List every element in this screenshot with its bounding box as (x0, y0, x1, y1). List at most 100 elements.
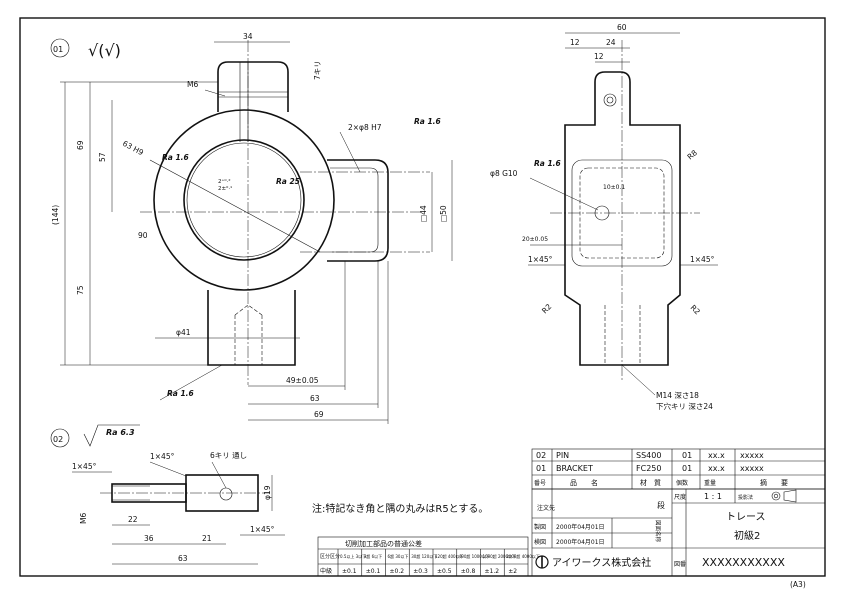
tb-drawing-name-label: 図面名称 (654, 520, 662, 543)
dim-144: (144) (51, 205, 60, 225)
hdr-name: 品 名 (570, 478, 598, 487)
third-angle-projection-icon (771, 489, 797, 503)
hdr-remark: 摘 要 (760, 478, 788, 487)
tol-range: 120超 400以下 (435, 553, 464, 559)
tolerance-table: 切削加工部品の普通公差 区分区分 中級 0.5以上 3以下±0.13超 6以下±… (317, 536, 540, 577)
hdr-mass: 重量 (704, 479, 716, 487)
tol-value: ±2 (508, 568, 517, 575)
hdr-material: 材 質 (640, 478, 661, 487)
hdr-qty: 個数 (676, 479, 688, 487)
ra-bottom-leader (159, 364, 223, 401)
part2-finish-symbol (83, 424, 140, 447)
part1-label-circle (50, 38, 70, 58)
side-ra: Ra 1.6 (534, 159, 561, 168)
side-outline (564, 71, 681, 366)
tol-range: 1000超 2000以下 (483, 553, 517, 559)
dim-r2r: R2 (689, 303, 703, 317)
dim-60: 60 (617, 23, 627, 32)
dim-69b: 69 (314, 410, 324, 419)
tol-table-frame (317, 536, 529, 577)
tb-made-date: 2000年04月01日 (556, 523, 605, 531)
phi8-leader (529, 177, 599, 211)
parts-row-01-remark: xxxxx (740, 464, 764, 473)
parts-row-01-no: 01 (536, 464, 546, 473)
part2-ra: Ra 6.3 (106, 428, 135, 437)
dim-12: 12 (570, 38, 580, 47)
parts-row-01-qty: 01 (682, 464, 692, 473)
part1-finish-symbol: √(√) (88, 41, 121, 60)
tol-range: 400超 1000以下 (459, 553, 490, 559)
tb-company: アイワークス株式会社 (552, 556, 651, 569)
title-block: 注文先 段 尺度 1 : 1 投影法 図面名称 トレース 初級2 製図 2000… (531, 488, 826, 577)
dim-bore: 63 H9 (121, 139, 145, 158)
pin-leader (339, 131, 361, 173)
tol-range: 3超 6以下 (364, 553, 382, 559)
dim-49: 49±0.05 (286, 376, 319, 385)
dim-m14: M14 深さ18 (656, 391, 699, 400)
pin-m6: M6 (79, 513, 88, 524)
pin-d22: 22 (128, 515, 138, 524)
ra25: Ra 25 (276, 177, 300, 186)
tb-drawing-no-label: 図番 (674, 561, 686, 568)
hdr-no: 番号 (534, 480, 546, 487)
tol-title: 切削加工部品の普通公差 (345, 539, 422, 548)
dim-12b: 12 (594, 52, 604, 61)
parts-row-02-remark: xxxxx (740, 451, 764, 460)
tol-row-label: 中級 (320, 567, 332, 575)
dim-75: 75 (76, 285, 85, 295)
dim-69: 69 (76, 140, 85, 150)
dim-20: 20±0.05 (522, 236, 548, 243)
dim-pin: 2×φ8 H7 (348, 123, 382, 132)
parts-row-01-material: FC250 (636, 464, 661, 473)
bottom-drill-tip (234, 304, 263, 316)
part1-side-view: 60 12 24 12 R8 φ8 G10 Ra 1.6 10±0.1 20±0… (490, 23, 718, 411)
right-lug (327, 159, 389, 262)
tb-projection-label: 投影法 (738, 494, 753, 501)
parts-row-02-no: 02 (536, 451, 546, 460)
dim-phi41: φ41 (176, 328, 191, 337)
dim-gap2: 2±⁰·¹ (218, 185, 232, 192)
ch-left: 1×45° (528, 255, 553, 264)
tol-value: ±0.1 (342, 568, 357, 575)
part2-view: 02 Ra 6.3 1×45° 1×45° 6キリ 通し M6 22 36 21… (50, 424, 285, 565)
pin-ch2-leader (149, 461, 187, 477)
bore-circle (183, 139, 305, 261)
side-top-hole (603, 93, 617, 107)
parts-row-02-material: SS400 (636, 451, 661, 460)
pin-drill: 6キリ 通し (210, 450, 247, 460)
tol-value: ±0.3 (413, 568, 428, 575)
parts-row-01-name: BRACKET (556, 464, 593, 473)
pin-drill-leader (211, 461, 227, 489)
bore-inner-circle (186, 142, 302, 258)
dim-drill7: 7キリ (313, 60, 322, 80)
dim-r2l: R2 (540, 302, 554, 316)
dim-m6: M6 (187, 80, 198, 89)
tb-stage: 段 (657, 500, 665, 510)
dim-57: 57 (98, 152, 107, 162)
pin-ch1: 1×45° (72, 462, 97, 471)
tb-drawing-name-1: トレース (726, 512, 766, 523)
dim-10: 10±0.1 (603, 184, 625, 191)
part1-label: 01 (53, 45, 63, 54)
tol-value: ±0.2 (390, 568, 405, 575)
bracket-outline (207, 61, 296, 366)
dim-m14b: 下穴キリ 深さ24 (656, 401, 713, 411)
tol-value: ±0.5 (437, 568, 452, 575)
sheet-size: (A3) (790, 580, 806, 589)
tol-range: 2000超 4000以下 (506, 553, 540, 559)
part2-label-circle (50, 428, 70, 448)
bracket-outer-circle (153, 109, 335, 291)
tb-scale: 1 : 1 (704, 492, 722, 501)
title-block-frame (531, 488, 826, 577)
company-logo-icon (535, 555, 549, 569)
tb-drawing-no: XXXXXXXXXXX (702, 556, 785, 569)
part1-front-view: 01 √(√) 34 M6 7キリ 63 H9 Ra 1.6 (14 (50, 32, 453, 424)
ra-bottom: Ra 1.6 (167, 389, 194, 398)
parts-list: 02 PIN SS400 01 xx.x xxxxx 01 BRACKET FC… (531, 448, 826, 490)
tol-header-label: 区分区分 (320, 553, 340, 560)
tol-value: ±1.2 (485, 568, 500, 575)
dim-63: 63 (310, 394, 320, 403)
tb-made-label: 製図 (534, 523, 546, 531)
